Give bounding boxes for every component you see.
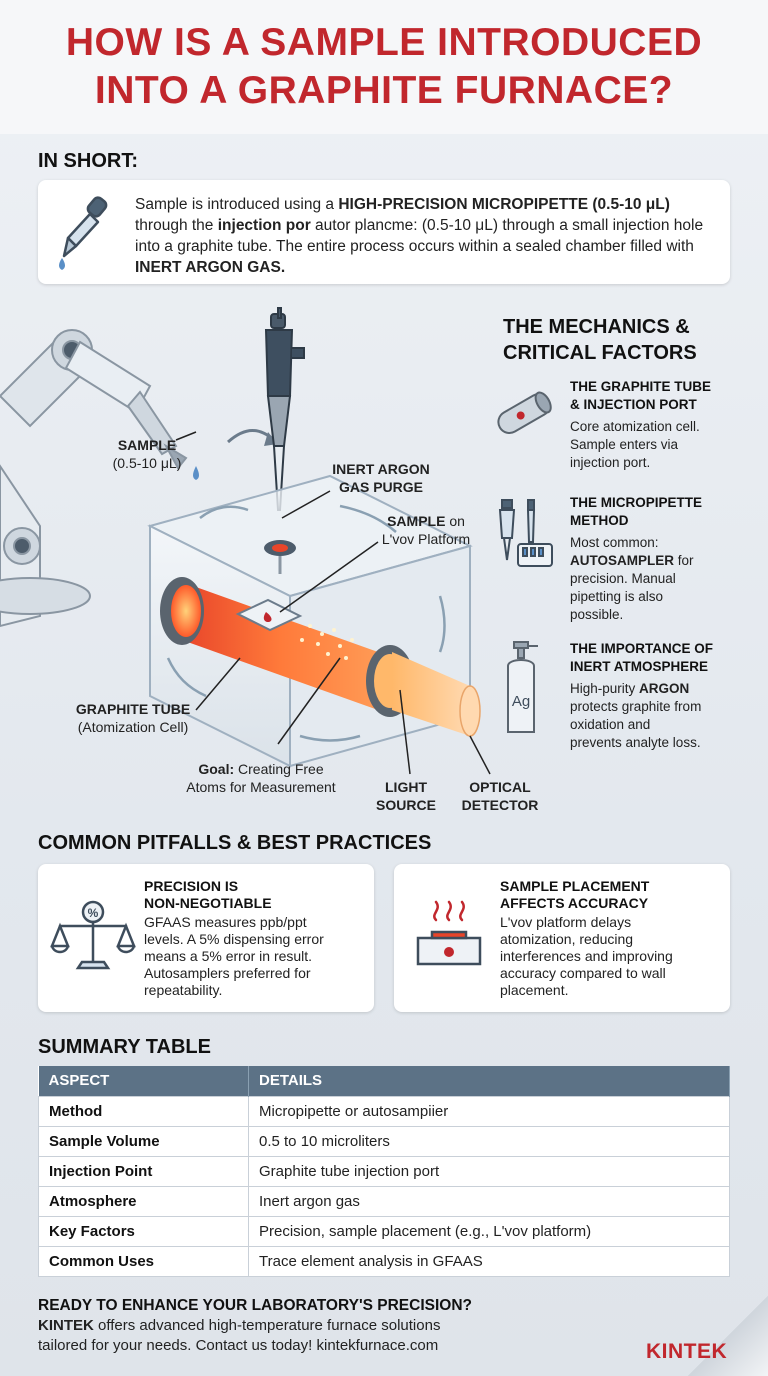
page-title-line-1: HOW IS A SAMPLE INTRODUCED bbox=[65, 21, 703, 64]
in-short-box: Sample is introduced using a HIGH-PRECIS… bbox=[38, 180, 730, 284]
brand-logo: KINTEK bbox=[646, 1340, 728, 1363]
cylinder-label: Ag bbox=[512, 693, 530, 710]
sample-label: SAMPLE(0.5-10 μL) bbox=[112, 437, 182, 471]
dropper-icon bbox=[59, 196, 108, 270]
furnace-diagram-svg bbox=[0, 307, 491, 775]
robot-arm-icon bbox=[0, 329, 188, 628]
graphite-tube-icon bbox=[497, 391, 552, 434]
mechanics-item-graphite-tube: THE GRAPHITE TUBE& INJECTION PORT Core a… bbox=[490, 378, 760, 470]
cta-text: KINTEK offers advanced high-temperature … bbox=[38, 1317, 441, 1354]
title-band: HOW IS A SAMPLE INTRODUCED INTO A GRAPHI… bbox=[0, 0, 768, 134]
in-short-heading: IN SHORT: bbox=[38, 150, 138, 172]
call-to-action: READY TO ENHANCE YOUR LABORATORY'S PRECI… bbox=[38, 1296, 658, 1356]
page-curl bbox=[688, 1296, 768, 1376]
micropipette-icon bbox=[498, 499, 553, 567]
pitfalls-heading: COMMON PITFALLS & BEST PRACTICES bbox=[38, 832, 432, 854]
heated-platform-icon bbox=[416, 900, 482, 966]
table-header-row: ASPECT DETAILS bbox=[38, 1066, 730, 1096]
page-title-line-2: INTO A GRAPHITE FURNACE? bbox=[94, 69, 674, 112]
gas-cylinder-icon: Ag bbox=[507, 641, 538, 733]
table-header-aspect: ASPECT bbox=[38, 1066, 249, 1096]
graphite-tube-label: GRAPHITE TUBE(Atomization Cell) bbox=[75, 701, 191, 735]
micropipette-icon bbox=[264, 307, 305, 511]
cta-heading: READY TO ENHANCE YOUR LABORATORY'S PRECI… bbox=[38, 1297, 473, 1314]
summary-heading: SUMMARY TABLE bbox=[38, 1036, 211, 1058]
in-short-text: Sample is introduced using a HIGH-PRECIS… bbox=[135, 196, 704, 276]
percent-symbol: % bbox=[88, 906, 99, 920]
mechanics-heading: THE MECHANICS &CRITICAL FACTORS bbox=[503, 316, 697, 364]
balance-scale-icon: % bbox=[50, 900, 136, 970]
table-header-details: DETAILS bbox=[248, 1066, 730, 1096]
